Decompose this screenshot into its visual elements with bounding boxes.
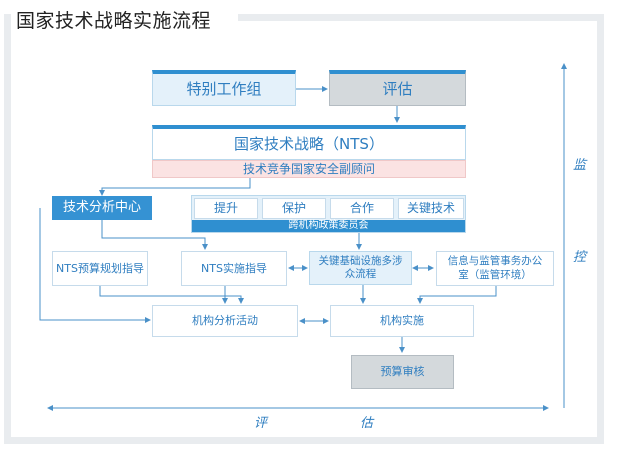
evaluate-label-2: 估: [360, 416, 374, 431]
agency-impl-box: 机构实施: [330, 305, 474, 337]
pillars-container: 提升 保护 合作 关键技术 跨机构政策委员会: [191, 195, 466, 233]
arrow-center-to-analysis: [39, 208, 151, 323]
arrow-center-to-impl: [101, 220, 208, 250]
evaluation-box: 评估: [329, 70, 466, 106]
info-office-box: 信息与监管事务办公室（监管环境）: [436, 251, 554, 286]
outer-frame-top: [238, 14, 604, 21]
nts-impl-box: NTS实施指导: [181, 251, 287, 286]
analysis-center-box: 技术分析中心: [52, 196, 152, 220]
monitor-label-1: 监: [573, 158, 587, 173]
arrow-advisor-to-center: [99, 178, 251, 196]
agency-analysis-box: 机构分析活动: [152, 305, 298, 337]
nts-box: 国家技术战略（NTS）: [152, 125, 466, 160]
pillar-protect: 保护: [262, 198, 326, 219]
outer-frame: [4, 14, 604, 444]
special-group-box: 特别工作组: [152, 70, 296, 106]
monitor-label-2: 控: [573, 250, 587, 265]
evaluate-label-1: 评: [254, 416, 268, 431]
arrow-info-to-impl: [417, 286, 497, 304]
committee-bar: 跨机构政策委员会: [192, 220, 465, 232]
arrow-budget-to-analysis: [99, 286, 244, 304]
pillar-enhance: 提升: [194, 198, 258, 219]
budget-review-box: 预算审核: [351, 355, 454, 389]
infra-box: 关键基础设施多涉众流程: [309, 251, 412, 285]
nts-budget-box: NTS预算规划指导: [52, 251, 148, 286]
pillar-key-tech: 关键技术: [398, 198, 464, 219]
pillar-cooperate: 合作: [330, 198, 394, 219]
advisor-bar: 技术竞争国家安全副顾问: [152, 160, 466, 178]
page-title: 国家技术战略实施流程: [16, 10, 212, 32]
